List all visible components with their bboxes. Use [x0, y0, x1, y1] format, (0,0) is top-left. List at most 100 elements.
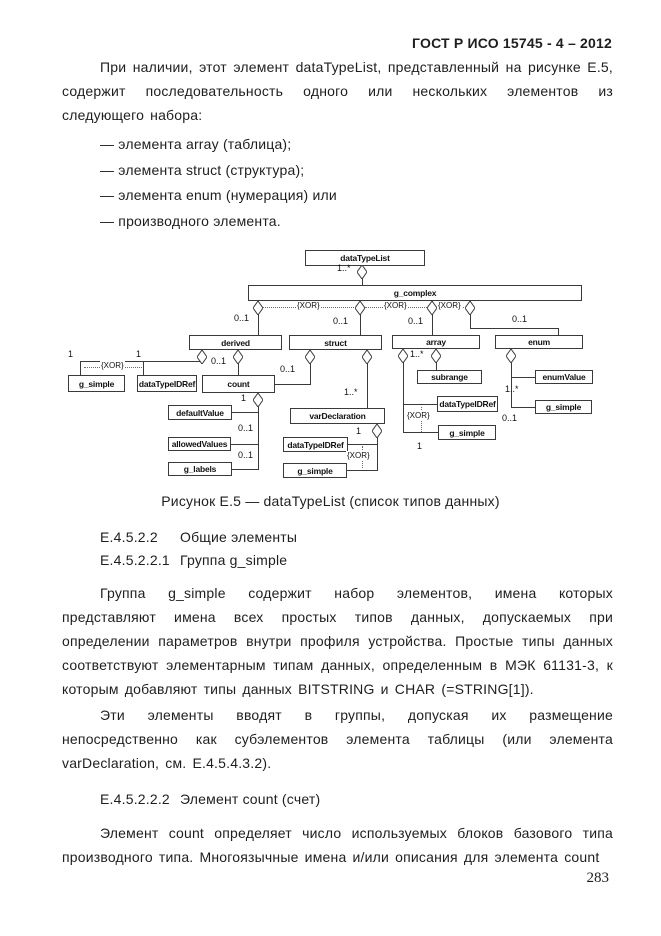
node-g_simple-array: g_simple	[438, 425, 496, 440]
xor-constraint-label: {XOR}	[437, 301, 462, 310]
multiplicity-label: 0..1	[234, 313, 250, 323]
aggregation-diamond-icon	[398, 349, 408, 363]
node-dataTypeIDRef-varDeclaration: dataTypeIDRef	[283, 437, 348, 452]
xor-constraint-label: {XOR}	[406, 411, 431, 420]
xor-constraint-label: {XOR}	[100, 361, 125, 370]
connector-line	[231, 444, 258, 445]
section-number: Е.4.5.2.2.2	[100, 791, 170, 807]
node-count: count	[202, 375, 275, 393]
aggregation-diamond-icon	[427, 301, 437, 315]
aggregation-diamond-icon	[357, 265, 367, 279]
connector-line	[347, 470, 377, 471]
connector-line	[80, 361, 81, 375]
multiplicity-label: 1	[136, 349, 142, 359]
xor-constraint-label: {XOR}	[296, 301, 321, 310]
document-header: ГОСТ Р ИСО 15745 - 4 – 2012	[412, 35, 612, 51]
connector-line	[238, 357, 239, 375]
multiplicity-label: 1..*	[410, 349, 424, 359]
connector-line	[511, 356, 512, 407]
node-dataTypeIDRef-array: dataTypeIDRef	[437, 396, 498, 412]
connector-line	[403, 432, 438, 433]
aggregation-diamond-icon	[197, 350, 207, 364]
connector-line	[436, 356, 437, 370]
connector-line	[275, 384, 311, 385]
node-allowedValues: allowedValues	[168, 437, 231, 451]
connector-line	[80, 361, 203, 362]
section-heading: Е.4.5.2.2 Общие элементы	[100, 529, 297, 545]
connector-line	[258, 400, 259, 470]
multiplicity-label: 1..*	[505, 384, 519, 394]
connector-line	[232, 469, 258, 470]
section-title: Общие элементы	[180, 529, 298, 545]
node-enumValue: enumValue	[535, 370, 593, 384]
section-heading: Е.4.5.2.2.2 Элемент count (счет)	[100, 791, 320, 807]
list-item: — производного элемента.	[100, 212, 281, 229]
connector-line	[377, 431, 378, 471]
xor-constraint-label: {XOR}	[383, 301, 408, 310]
page-number: 283	[586, 870, 610, 886]
multiplicity-label: 0..1	[238, 423, 254, 433]
section-number: Е.4.5.2.2	[100, 529, 158, 545]
body-paragraph: Элемент count определяет число используе…	[62, 825, 613, 865]
multiplicity-label: 1	[356, 426, 362, 436]
node-defaultValue: defaultValue	[168, 405, 232, 420]
multiplicity-label: 0..1	[502, 413, 518, 423]
connector-line	[511, 407, 535, 408]
connector-line	[558, 328, 559, 335]
node-struct: struct	[289, 335, 382, 350]
node-subrange: subrange	[417, 370, 482, 384]
connector-line	[432, 301, 433, 335]
aggregation-diamond-icon	[355, 301, 365, 315]
list-item: — элемента struct (структура);	[100, 161, 305, 178]
body-paragraph: Группа g_simple содержит набор элементов…	[62, 585, 613, 697]
multiplicity-label: 1	[417, 441, 423, 451]
aggregation-diamond-icon	[253, 393, 263, 407]
node-g_simple-derived: g_simple	[68, 375, 125, 392]
connector-line	[470, 328, 559, 329]
multiplicity-label: 0..1	[238, 450, 254, 460]
node-g_simple-enum: g_simple	[535, 400, 592, 414]
node-derived: derived	[189, 335, 282, 350]
aggregation-diamond-icon	[362, 350, 372, 364]
node-array: array	[392, 335, 480, 349]
section-heading: Е.4.5.2.2.1 Группа g_simple	[100, 552, 287, 568]
list-item: — элемента enum (нумерация) или	[100, 187, 337, 203]
aggregation-diamond-icon	[372, 424, 382, 438]
multiplicity-label: 0..1	[408, 316, 424, 326]
multiplicity-label: 1..*	[344, 387, 358, 397]
body-paragraph: Эти элементы вводят в группы, допуская и…	[62, 707, 613, 771]
aggregation-diamond-icon	[233, 350, 243, 364]
connector-line	[403, 356, 404, 433]
connector-line	[143, 361, 144, 375]
connector-line	[360, 301, 361, 335]
node-g_labels: g_labels	[168, 462, 232, 476]
connector-line	[403, 404, 437, 405]
section-title: Элемент count (счет)	[180, 791, 321, 807]
aggregation-diamond-icon	[465, 301, 475, 315]
multiplicity-label: 1..*	[337, 263, 351, 273]
multiplicity-label: 1	[68, 349, 74, 359]
node-dataTypeIDRef-derived: dataTypeIDRef	[137, 375, 197, 392]
xor-constraint-label: {XOR}	[346, 451, 371, 460]
element-list: — элемента array (таблица); — элемента s…	[100, 132, 337, 234]
section-title: Группа g_simple	[180, 552, 288, 568]
multiplicity-label: 0..1	[333, 316, 349, 326]
section-number: Е.4.5.2.2.1	[100, 552, 170, 568]
aggregation-diamond-icon	[253, 301, 263, 315]
node-dataTypeList: dataTypeList	[305, 250, 425, 266]
multiplicity-label: 0..1	[280, 364, 296, 374]
multiplicity-label: 0..1	[211, 356, 227, 366]
multiplicity-label: 1	[241, 393, 247, 403]
multiplicity-label: 0..1	[512, 314, 528, 324]
aggregation-diamond-icon	[305, 350, 315, 364]
intro-paragraph: При наличии, этот элемент dataTypeList, …	[62, 59, 613, 123]
node-enum: enum	[495, 335, 583, 349]
connector-line	[511, 377, 535, 378]
connector-line	[232, 412, 258, 413]
aggregation-diamond-icon	[506, 349, 516, 363]
connector-line	[348, 444, 377, 445]
connector-line	[367, 357, 368, 408]
aggregation-diamond-icon	[431, 349, 441, 363]
figure-caption: Рисунок Е.5 — dataTypeList (список типов…	[161, 493, 500, 509]
